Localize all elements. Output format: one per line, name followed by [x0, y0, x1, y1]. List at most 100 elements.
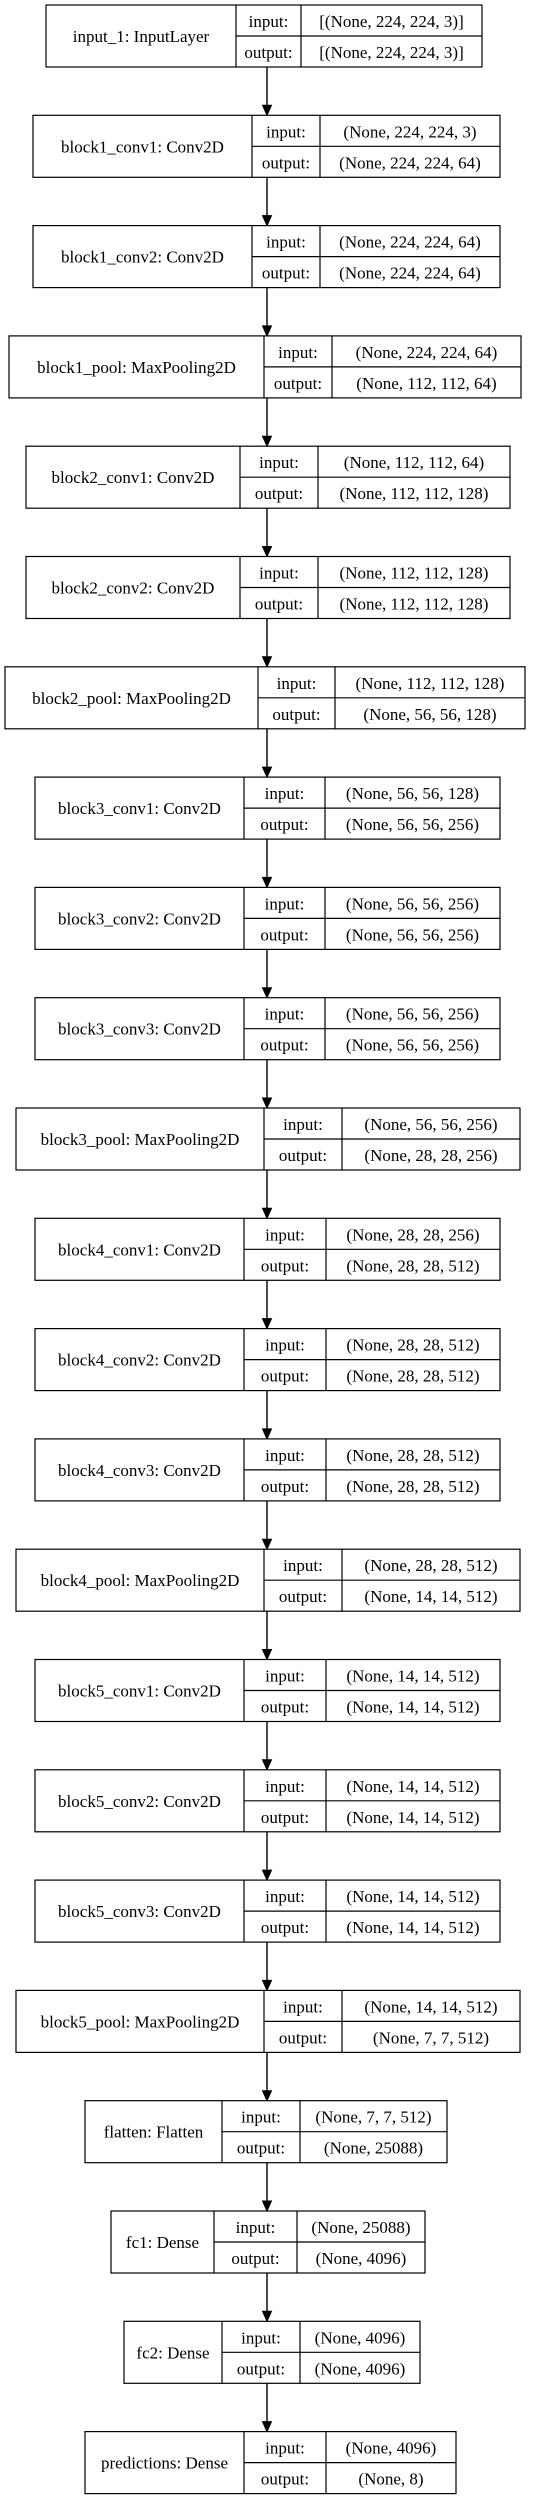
input-label: input:: [265, 894, 305, 913]
input-shape: (None, 56, 56, 256): [346, 894, 479, 913]
layer-title: block3_conv3: Conv2D: [58, 1020, 221, 1039]
arrowhead-icon: [261, 1759, 273, 1772]
edge-arrow: [261, 1500, 273, 1551]
output-label: output:: [261, 1808, 309, 1827]
layer-node: block3_conv1: Conv2Dinput:output:(None, …: [34, 776, 501, 840]
layer-title: block2_pool: MaxPooling2D: [32, 689, 231, 708]
output-shape: [(None, 224, 224, 3)]: [319, 43, 463, 62]
edge-arrow: [261, 1170, 273, 1220]
edge-arrow: [261, 1390, 273, 1441]
edge-arrow: [261, 508, 273, 558]
arrowhead-icon: [261, 2200, 273, 2213]
input-label: input:: [241, 2328, 281, 2347]
layer-node: input_1: InputLayerinput:output:[(None, …: [45, 4, 483, 68]
edge-arrow: [261, 949, 273, 999]
input-shape: (None, 25088): [311, 2218, 410, 2237]
arrowhead-icon: [261, 2421, 273, 2433]
input-label: input:: [277, 674, 317, 693]
output-shape: (None, 4096): [315, 2359, 406, 2378]
input-shape: (None, 14, 14, 512): [346, 1667, 479, 1686]
input-label: input:: [266, 233, 306, 252]
layer-node: block3_pool: MaxPooling2Dinput:output:(N…: [15, 1107, 521, 1171]
layer-title: block3_conv2: Conv2D: [58, 909, 221, 928]
output-label: output:: [260, 925, 308, 944]
layer-title: block5_conv3: Conv2D: [58, 1902, 221, 1921]
layer-title: block1_conv1: Conv2D: [61, 137, 224, 156]
layer-node: block1_conv2: Conv2Dinput:output:(None, …: [32, 225, 501, 289]
output-label: output:: [255, 595, 303, 614]
output-label: output:: [272, 705, 320, 724]
arrowhead-icon: [261, 876, 273, 889]
layer-node: block3_conv2: Conv2D input: output: (None, …: [34, 886, 501, 951]
edge-arrow: [261, 177, 273, 227]
output-shape: (None, 25088): [324, 2139, 423, 2158]
input-label: input:: [241, 2108, 281, 2127]
edge-arrow: [261, 397, 273, 448]
output-label: output:: [279, 1146, 327, 1165]
arrowhead-icon: [261, 104, 273, 117]
edge-arrow: [261, 1280, 273, 1330]
layer-node: block4_conv3: Conv2Dinput:output:(None, …: [34, 1438, 501, 1502]
edge-arrow: [261, 618, 273, 669]
output-label: output:: [260, 1036, 308, 1055]
output-label: output:: [260, 815, 308, 834]
input-label: input:: [265, 1446, 305, 1465]
input-shape: (None, 224, 224, 64): [339, 233, 481, 252]
input-label: input:: [265, 1225, 305, 1244]
layer-node: block5_pool: MaxPooling2Dinput:output:(N…: [15, 1989, 521, 2054]
output-label: output:: [261, 2470, 309, 2489]
layer-title: block5_conv2: Conv2D: [58, 1792, 221, 1811]
input-label: input:: [265, 1005, 305, 1024]
input-shape: (None, 4096): [346, 2439, 437, 2458]
output-shape: (None, 112, 112, 128): [340, 595, 489, 614]
edge-arrow: [261, 1942, 273, 1992]
input-shape: (None, 14, 14, 512): [364, 1997, 497, 2016]
layer-title: block3_conv1: Conv2D: [58, 799, 221, 818]
output-label: output:: [237, 2359, 285, 2378]
input-label: input:: [236, 2218, 276, 2237]
output-shape: (None, 112, 112, 128): [340, 484, 489, 503]
output-shape: (None, 14, 14, 512): [346, 1808, 479, 1827]
output-label: output:: [261, 1918, 309, 1937]
output-shape: (None, 14, 14, 512): [364, 1587, 497, 1606]
input-label: input:: [249, 12, 289, 31]
edge-arrow: [261, 1611, 273, 1661]
output-shape: (None, 7, 7, 512): [373, 2028, 489, 2047]
layer-node: block1_conv1: Conv2Dinput:output:(None, …: [32, 114, 501, 178]
arrowhead-icon: [261, 1979, 273, 1992]
layer-node: block2_conv1: Conv2Dinput:output:(None, …: [25, 445, 511, 509]
output-label: output:: [237, 2139, 285, 2158]
input-shape: (None, 28, 28, 512): [346, 1446, 479, 1465]
edge-arrow: [261, 2052, 273, 2102]
input-label: input:: [259, 453, 299, 472]
output-label: output:: [244, 43, 292, 62]
output-label: output:: [279, 2028, 327, 2047]
layer-title: fc2: Dense: [136, 2343, 209, 2362]
edge-arrow: [261, 1059, 273, 1110]
layer-title: predictions: Dense: [101, 2454, 228, 2473]
input-shape: (None, 28, 28, 256): [346, 1225, 479, 1244]
arrowhead-icon: [261, 1207, 273, 1220]
edge-arrow: [261, 728, 273, 779]
output-shape: (None, 28, 28, 256): [364, 1146, 497, 1165]
input-shape: [(None, 224, 224, 3)]: [319, 12, 463, 31]
output-label: output:: [231, 2249, 279, 2268]
arrowhead-icon: [261, 766, 273, 779]
edge-arrow: [261, 2273, 273, 2323]
edge-arrow: [261, 1831, 273, 1882]
arrowhead-icon: [261, 2090, 273, 2102]
output-label: output:: [262, 153, 310, 172]
output-shape: (None, 56, 56, 256): [346, 925, 479, 944]
input-shape: (None, 112, 112, 128): [356, 674, 505, 693]
output-label: output:: [261, 1477, 309, 1496]
edges-layer: [261, 67, 273, 2433]
input-shape: (None, 28, 28, 512): [364, 1556, 497, 1575]
output-label: output:: [261, 1698, 309, 1717]
output-shape: (None, 8): [358, 2470, 423, 2489]
edge-arrow: [261, 2383, 273, 2433]
edge-arrow: [261, 2162, 273, 2213]
edge-arrow: [261, 839, 273, 889]
